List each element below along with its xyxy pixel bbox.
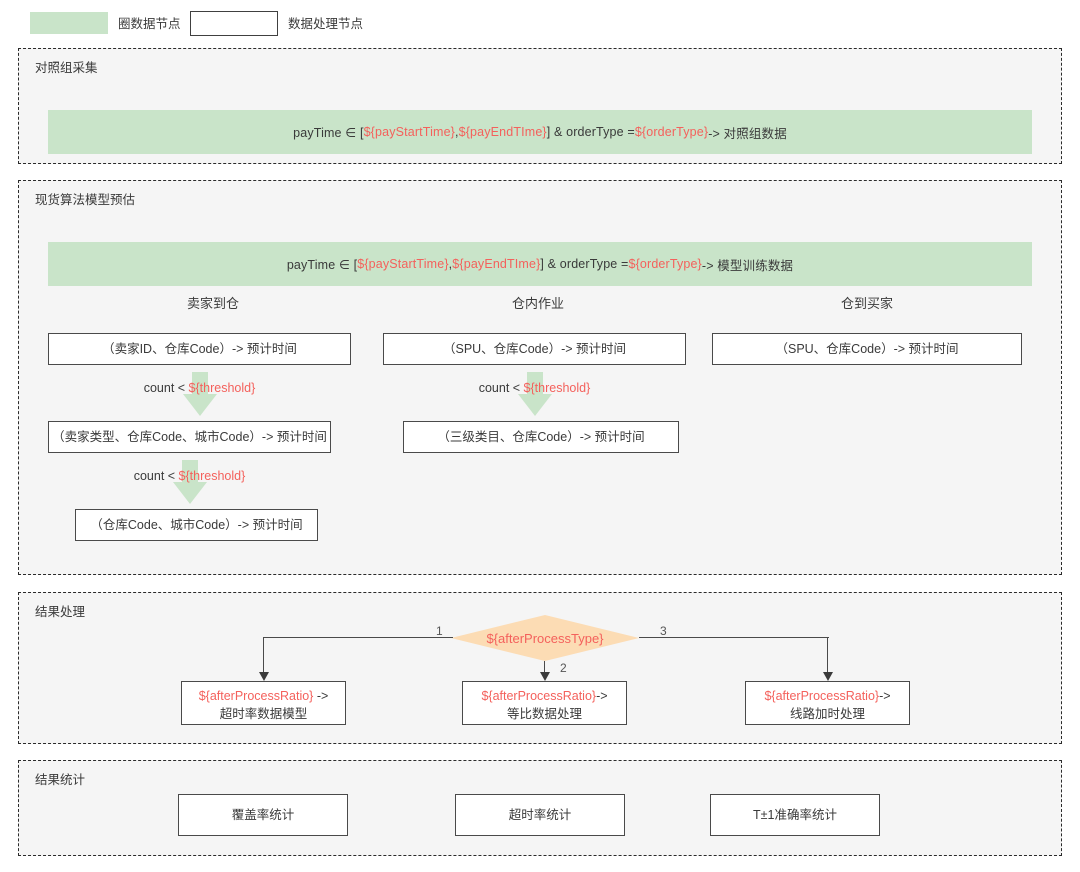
band-var-pay-start-time: ${payStartTime} [363, 125, 455, 139]
threshold-prefix: count < [143, 381, 189, 395]
branch1-arrow: -> [313, 689, 329, 703]
process-node-seller-level2: （卖家类型、仓库Code、城市Code）-> 预计时间 [48, 421, 331, 453]
green-node-model-training-data: payTime ∈ [${payStartTime} , ${payEndTIm… [48, 242, 1032, 286]
threshold-label-seller-1: count < ${threshold} [48, 382, 351, 395]
band-var-pay-end-time: ${payEndTIme} [458, 125, 547, 139]
branch2-var: ${afterProcessRatio} [481, 689, 597, 703]
branch-number-1: 1 [436, 624, 443, 638]
branch-number-2: 2 [560, 661, 567, 675]
process-node-branch1: ${afterProcessRatio} -> 超时率数据模型 [181, 681, 346, 725]
connector-branch2-vertical [544, 661, 546, 679]
arrowhead-branch1-icon [259, 672, 269, 681]
green-arrow-down-icon [517, 372, 552, 416]
threshold-connector-seller-1: count < ${threshold} [48, 372, 351, 420]
process-node-timeout-rate-stats: 超时率统计 [455, 794, 625, 836]
band-mid2: ] & orderType = [546, 125, 635, 139]
section-title-result: 结果处理 [35, 605, 86, 619]
branch2-arrow: -> [596, 689, 608, 703]
process-node-seller-level3: （仓库Code、城市Code）-> 预计时间 [75, 509, 318, 541]
process-node-seller-level1: （卖家ID、仓库Code）-> 预计时间 [48, 333, 351, 365]
threshold-label-seller-2: count < ${threshold} [48, 470, 331, 483]
arrowhead-branch3-icon [823, 672, 833, 681]
band-mid1: , [448, 257, 453, 271]
green-arrow-down-icon [172, 460, 207, 504]
legend-label-process-node: 数据处理节点 [288, 17, 364, 31]
branch3-line2: 线路加时处理 [789, 707, 865, 722]
decision-label: ${afterProcessType} [486, 630, 604, 646]
legend-label-data-node: 圈数据节点 [118, 17, 181, 31]
section-title-stats: 结果统计 [35, 773, 86, 787]
threshold-prefix: count < [478, 381, 524, 395]
threshold-connector-seller-2: count < ${threshold} [48, 460, 331, 508]
column-header-in-warehouse-ops: 仓内作业 [511, 296, 564, 311]
decision-node-after-process-type: ${afterProcessType} [451, 615, 639, 661]
band-prefix: payTime ∈ [ [286, 257, 358, 272]
branch-number-3: 3 [660, 624, 667, 638]
band-var-pay-start-time: ${payStartTime} [357, 257, 449, 271]
threshold-var: ${threshold} [178, 469, 246, 483]
legend-swatch-white-box [190, 11, 278, 36]
band-mid1: , [455, 125, 459, 139]
section-title-collection: 对照组采集 [35, 61, 98, 75]
legend-swatch-green [30, 12, 108, 34]
band-var-order-type: ${orderType} [634, 125, 709, 139]
connector-branch3-vertical [827, 637, 829, 675]
band-suffix: -> 模型训练数据 [701, 258, 794, 273]
threshold-var: ${threshold} [188, 381, 256, 395]
threshold-connector-warehouse-1: count < ${threshold} [383, 372, 686, 420]
threshold-var: ${threshold} [523, 381, 591, 395]
threshold-label-warehouse-1: count < ${threshold} [383, 382, 686, 395]
arrowhead-branch2-icon [540, 672, 550, 681]
process-node-branch3: ${afterProcessRatio}-> 线路加时处理 [745, 681, 910, 725]
connector-branch1-vertical [263, 637, 265, 675]
process-node-warehouse-level2: （三级类目、仓库Code）-> 预计时间 [403, 421, 679, 453]
band-var-pay-end-time: ${payEndTIme} [452, 257, 541, 271]
threshold-prefix: count < [133, 469, 179, 483]
branch1-var: ${afterProcessRatio} [198, 689, 314, 703]
band-suffix: -> 对照组数据 [708, 126, 787, 141]
green-arrow-down-icon [182, 372, 217, 416]
section-title-model: 现货算法模型预估 [35, 193, 136, 207]
green-node-control-group-data: payTime ∈ [${payStartTime} , ${payEndTIm… [48, 110, 1032, 154]
process-node-coverage-rate-stats: 覆盖率统计 [178, 794, 348, 836]
branch3-var: ${afterProcessRatio} [764, 689, 880, 703]
process-node-warehouse-level1: （SPU、仓库Code）-> 预计时间 [383, 333, 686, 365]
branch1-line2: 超时率数据模型 [219, 707, 308, 722]
branch2-line2: 等比数据处理 [506, 707, 582, 722]
process-node-accuracy-stats: T±1准确率统计 [710, 794, 880, 836]
column-header-warehouse-to-buyer: 仓到买家 [840, 296, 893, 311]
band-mid2: ] & orderType = [540, 257, 629, 271]
band-prefix: payTime ∈ [ [293, 125, 364, 140]
connector-branch1-horizontal [263, 637, 453, 639]
connector-branch3-horizontal [639, 637, 829, 639]
process-node-branch2: ${afterProcessRatio}-> 等比数据处理 [462, 681, 627, 725]
band-var-order-type: ${orderType} [628, 257, 702, 271]
column-header-seller-to-warehouse: 卖家到仓 [186, 296, 239, 311]
process-node-buyer-level1: （SPU、仓库Code）-> 预计时间 [712, 333, 1022, 365]
branch3-arrow: -> [879, 689, 891, 703]
